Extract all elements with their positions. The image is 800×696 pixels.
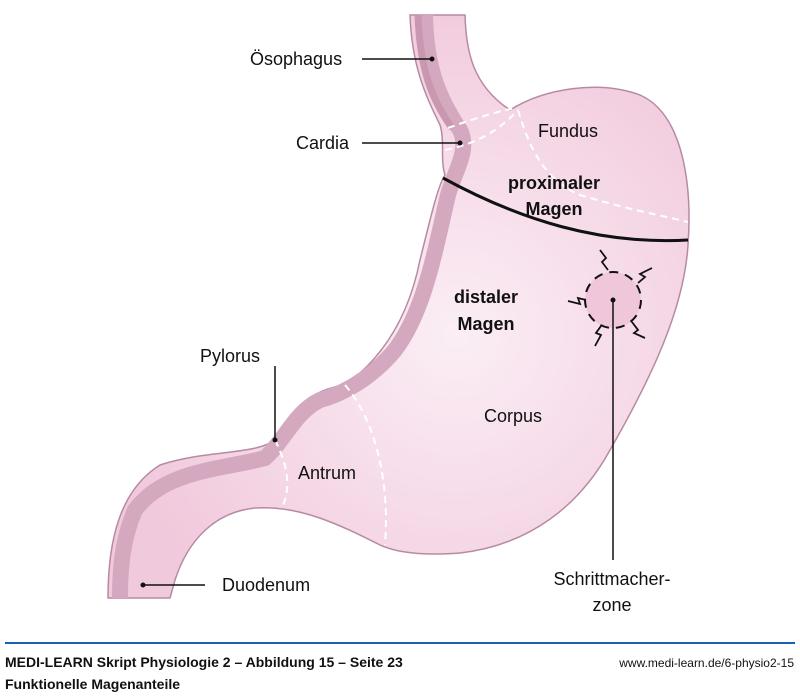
footer-url: www.medi-learn.de/6-physio2-15 — [619, 656, 794, 670]
lightning-icons — [567, 249, 653, 347]
label-proximal-2: Magen — [525, 199, 582, 219]
stomach-shape — [107, 14, 690, 599]
label-fundus: Fundus — [538, 121, 598, 141]
pacemaker-zone — [567, 249, 653, 560]
label-corpus: Corpus — [484, 406, 542, 426]
mucosa-band — [112, 14, 472, 599]
label-antrum: Antrum — [298, 463, 356, 483]
label-esophagus: Ösophagus — [250, 49, 342, 69]
esophagus-band — [414, 14, 455, 131]
label-distal-2: Magen — [457, 314, 514, 334]
label-proximal-1: proximaler — [508, 173, 600, 193]
label-distal-1: distaler — [454, 287, 518, 307]
label-pacemaker-2: zone — [592, 595, 631, 615]
label-cardia: Cardia — [296, 133, 350, 153]
label-pacemaker-1: Schrittmacher- — [553, 569, 670, 589]
label-duodenum: Duodenum — [222, 575, 310, 595]
proximal-distal-boundary — [442, 176, 689, 243]
leader-lines — [143, 58, 460, 586]
stomach-diagram: Ösophagus Cardia Fundus proximaler Magen… — [107, 14, 690, 615]
footer-title: MEDI-LEARN Skript Physiologie 2 – Abbild… — [5, 654, 403, 670]
region-boundaries — [274, 107, 689, 546]
label-pylorus: Pylorus — [200, 346, 260, 366]
footer-subtitle: Funktionelle Magenanteile — [5, 676, 181, 692]
footer-rule — [5, 642, 795, 644]
